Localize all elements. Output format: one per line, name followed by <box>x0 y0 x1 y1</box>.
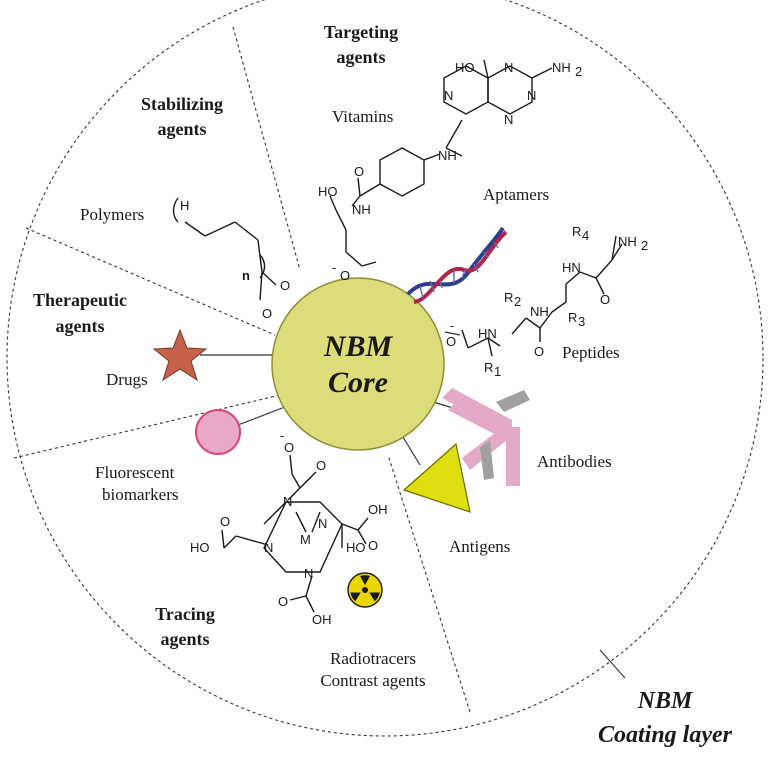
label-fluorescent-line2: biomarkers <box>102 485 178 504</box>
chem-n2-folate: N <box>527 88 536 103</box>
chem-n4-dota: N <box>304 566 313 581</box>
peptide-connector <box>444 331 461 336</box>
chem-hn-peptide1: HN <box>478 326 497 341</box>
fluor-connector <box>237 404 291 426</box>
chem-n1-folate: N <box>504 60 513 75</box>
coating-layer-circle <box>6 0 764 737</box>
chem-o-amide-folate: O <box>354 164 364 179</box>
coating-pointer-line <box>599 649 626 679</box>
chem-ominus-polymer: O <box>262 306 272 321</box>
chem-r2-sub: 2 <box>514 294 521 309</box>
chem-nh-peptide: NH <box>530 304 549 319</box>
chem-ho-dota: HO <box>190 540 210 555</box>
coating-label-line1: NBM <box>637 688 694 714</box>
chem-o-dota5: O <box>278 594 288 609</box>
chem-n-polymer: n <box>242 268 250 283</box>
section-therapeutic-line2: agents <box>56 316 105 336</box>
chem-nh2-peptide-sub: 2 <box>641 238 648 253</box>
chem-ominus-folate: O <box>340 268 350 283</box>
chem-n2-dota: N <box>318 516 327 531</box>
fluorescent-marker-icon <box>195 409 241 455</box>
peptide-structure <box>461 235 623 357</box>
coating-label-line2: Coating layer <box>598 722 733 748</box>
chem-hn-folate: NH <box>352 202 371 217</box>
drug-star-icon <box>152 328 208 382</box>
chem-o-dota1: O <box>316 458 326 473</box>
chem-nh2-peptide: NH <box>618 234 637 249</box>
label-polymers: Polymers <box>80 205 144 224</box>
label-fluorescent-line1: Fluorescent <box>95 463 175 482</box>
section-tracing-line2: agents <box>161 629 210 649</box>
section-stabilizing-line2: agents <box>158 119 207 139</box>
chem-r3-sub: 3 <box>578 314 585 329</box>
chem-n1-dota: N <box>283 494 292 509</box>
chem-r1-sub: 1 <box>494 364 501 379</box>
chem-n4-folate: N <box>444 88 453 103</box>
radiation-icon <box>347 572 383 608</box>
core-label-line2: Core <box>328 366 388 399</box>
chem-o-peptide2: O <box>534 344 544 359</box>
chem-ominus-sup-folate: - <box>332 260 336 275</box>
label-radio-line1: Radiotracers <box>330 649 416 668</box>
chem-ominus-dota: O <box>284 440 294 455</box>
label-antibodies: Antibodies <box>537 452 612 471</box>
chem-r3-peptide: R <box>568 310 577 325</box>
chem-r2-peptide: R <box>504 290 513 305</box>
antibody-icon <box>442 388 530 486</box>
dota-structure <box>221 454 369 613</box>
chem-m-dota: M <box>300 532 311 547</box>
section-therapeutic-line1: Therapeutic <box>33 290 127 310</box>
chem-hn-peptide2: HN <box>562 260 581 275</box>
folate-structure <box>329 59 553 267</box>
chem-o-peptide3: O <box>600 292 610 307</box>
chem-oh-dota-bottom: OH <box>312 612 332 627</box>
section-tracing-line1: Tracing <box>155 604 215 624</box>
chem-nh2-folate-sub: 2 <box>575 64 582 79</box>
label-vitamins: Vitamins <box>332 107 393 126</box>
chem-o-dota2: O <box>220 514 230 529</box>
polymer-structure <box>172 197 277 301</box>
chem-n3-folate: N <box>504 112 513 127</box>
chem-h-polymer: H <box>180 198 189 213</box>
nbm-core-circle <box>271 277 445 451</box>
chem-o-peptide: O <box>446 334 456 349</box>
chem-nh-folate: NH <box>438 148 457 163</box>
core-label-line1: NBM <box>323 330 394 363</box>
label-radio-line2: Contrast agents <box>320 671 425 690</box>
label-antigens: Antigens <box>449 537 510 556</box>
chem-o-dota4: O <box>368 538 378 553</box>
chem-o-polymer: O <box>280 278 290 293</box>
dna-aptamer-icon <box>406 226 508 304</box>
section-targeting-line2: agents <box>337 47 386 67</box>
chem-r4-sub: 4 <box>582 228 589 243</box>
antigen-triangle-icon <box>402 442 471 513</box>
chem-ho-folate: HO <box>455 60 475 75</box>
chem-ominus-peptide: - <box>450 318 454 333</box>
chem-oh-dota-top: OH <box>368 502 388 517</box>
chem-r1-peptide: R <box>484 360 493 375</box>
chem-r4-peptide: R <box>572 224 581 239</box>
chem-n3-dota: N <box>264 540 273 555</box>
label-drugs: Drugs <box>106 370 148 389</box>
chem-nh2-folate: NH <box>552 60 571 75</box>
chem-ominus-sup-dota: - <box>280 428 284 443</box>
section-targeting-line1: Targeting <box>324 22 398 42</box>
divider-tracing-right <box>387 454 471 713</box>
chem-o-dota3: HO <box>346 540 366 555</box>
label-aptamers: Aptamers <box>483 185 549 204</box>
label-peptides: Peptides <box>562 343 620 362</box>
section-stabilizing-line1: Stabilizing <box>141 94 223 114</box>
chem-oh-folate: HO <box>318 184 338 199</box>
divider-stabilizing-targeting <box>232 26 301 271</box>
